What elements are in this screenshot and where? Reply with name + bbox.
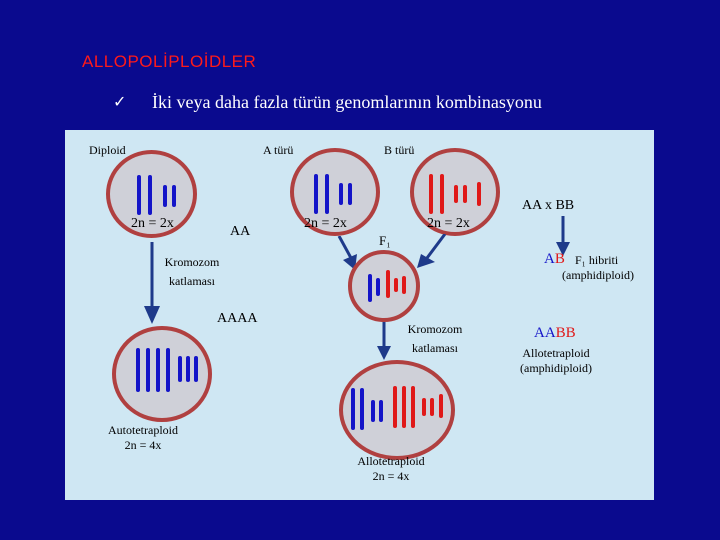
chromosome-a	[194, 356, 198, 382]
label-diploid: Diploid	[89, 143, 126, 157]
chromosome-b	[393, 386, 397, 428]
label-a-turu: A türü	[263, 143, 294, 157]
chromosome-a	[368, 274, 372, 302]
chromosome-a	[137, 175, 141, 215]
chromosome-b	[394, 278, 398, 292]
chromosome-a	[163, 185, 167, 207]
label-amphidiploid-2: (amphidiploid)	[520, 361, 592, 375]
chromosome-a	[136, 348, 140, 392]
label-cross: AA x BB	[522, 198, 575, 213]
chromosome-a	[166, 348, 170, 392]
chromosome-b	[429, 174, 433, 214]
label-kromozom-1: Kromozom	[164, 255, 220, 269]
label-autotetraploid: Autotetraploid	[108, 423, 178, 437]
bullet-text: İki veya daha fazla türün genomlarının k…	[152, 92, 542, 112]
chromosome-a	[146, 348, 150, 392]
label-ab-b: B	[554, 251, 565, 267]
cell-allotetraploid	[339, 360, 455, 460]
label-katlamasi-2: katlaması	[412, 341, 458, 355]
diagram-panel: Diploid A türü B türü 2n = 2x AA 2n	[65, 130, 654, 500]
chromosome-a	[379, 400, 383, 422]
label-aaaa: AAAA	[217, 311, 258, 326]
label-katlamasi-1: katlaması	[169, 274, 215, 288]
chromosome-b	[402, 276, 406, 294]
check-icon: ✓	[113, 92, 127, 111]
chromosome-a	[156, 348, 160, 392]
cell-autotetraploid	[112, 326, 212, 422]
chromosome-b	[430, 398, 434, 416]
chromosome-a	[371, 400, 375, 422]
chromosome-b	[422, 398, 426, 416]
chromosome-a	[314, 174, 318, 214]
label-ab: AB	[544, 251, 565, 268]
label-auto-2n: 2n = 4x	[124, 438, 162, 452]
label-kromozom-2: Kromozom	[407, 322, 463, 336]
label-aabb: AABB	[534, 325, 576, 342]
label-a-2n: 2n = 2x	[304, 216, 347, 231]
chromosome-a	[148, 175, 152, 215]
label-aabb-aa: AA	[534, 325, 556, 341]
label-aa: AA	[230, 224, 251, 239]
label-f1-hibriti: F₁ hibriti	[575, 253, 619, 267]
chromosome-b	[402, 386, 406, 428]
arrow-b-to-f1	[417, 234, 447, 268]
label-amphidiploid-1: (amphidiploid)	[562, 268, 634, 282]
chromosome-b	[477, 182, 481, 206]
cell-f1-hybrid	[348, 250, 420, 322]
label-allotetraploid-bottom: Allotetraploid	[357, 454, 425, 468]
cell-diploid-aa	[106, 150, 197, 238]
chromosome-a	[360, 388, 364, 430]
chromosome-b	[440, 174, 444, 214]
cell-species-b	[410, 148, 500, 236]
label-b-2n: 2n = 2x	[427, 216, 470, 231]
label-aabb-bb: BB	[555, 325, 576, 341]
label-allo-2n: 2n = 4x	[372, 469, 410, 483]
arrow-diploid-down	[144, 242, 160, 324]
label-ab-a: A	[544, 251, 555, 267]
arrow-f1-down	[377, 322, 391, 360]
chromosome-a	[351, 388, 355, 430]
chromosome-a	[348, 183, 352, 205]
chromosome-a	[186, 356, 190, 382]
label-f1: F₁	[379, 233, 391, 248]
chromosome-b	[439, 394, 443, 418]
chromosome-a	[376, 278, 380, 296]
chromosome-b	[454, 185, 458, 203]
chromosome-a	[325, 174, 329, 214]
chromosome-b	[411, 386, 415, 428]
chromosome-b	[386, 270, 390, 298]
chromosome-b	[463, 185, 467, 203]
chromosome-a	[178, 356, 182, 382]
chromosome-a	[339, 183, 343, 205]
chromosome-a	[172, 185, 176, 207]
slide-title: ALLOPOLİPLOİDLER	[82, 52, 257, 71]
label-allotetraploid-right: Allotetraploid	[522, 346, 590, 360]
label-diploid-2n: 2n = 2x	[131, 216, 174, 231]
label-b-turu: B türü	[384, 143, 415, 157]
arrow-cross-down	[556, 216, 570, 256]
cell-species-a	[290, 148, 380, 236]
